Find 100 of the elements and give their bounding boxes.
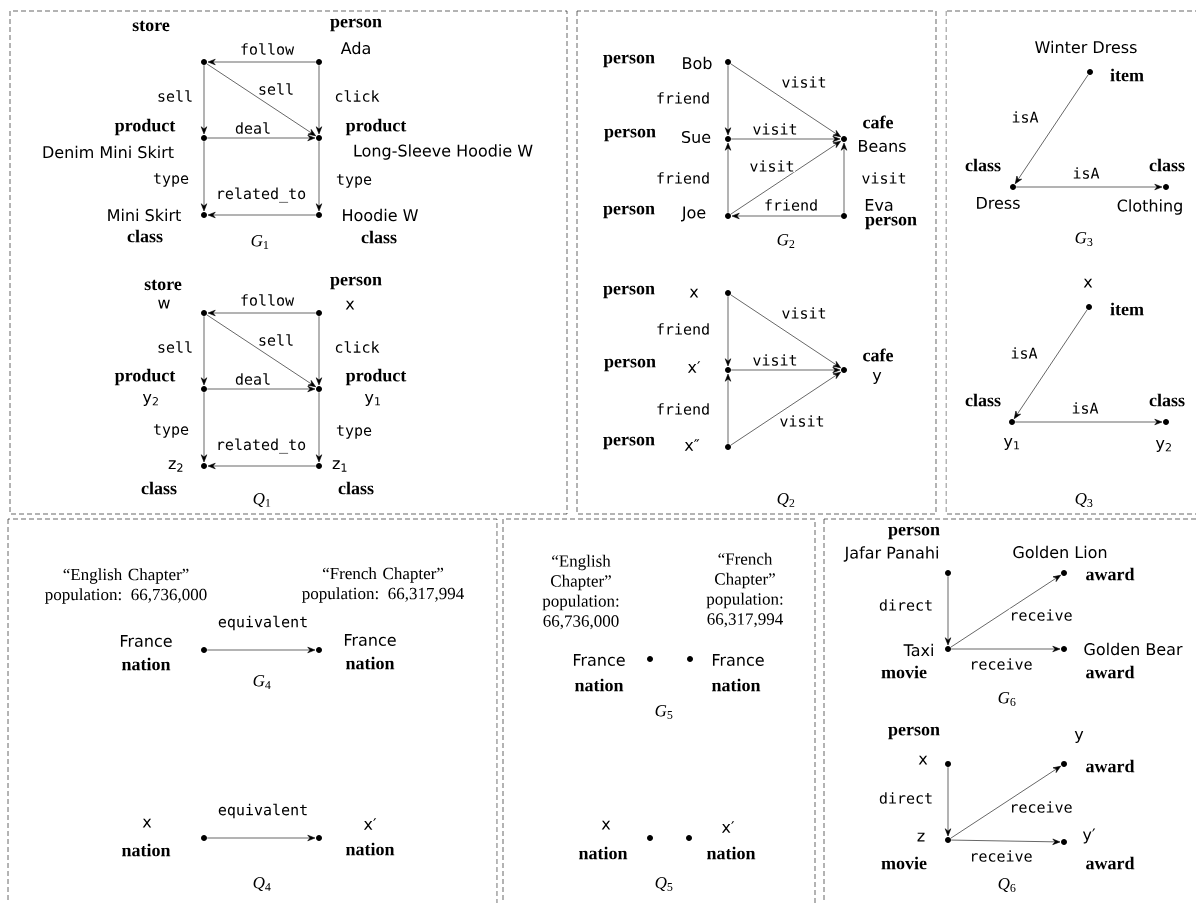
graph-caption: Q$_{2}$ xyxy=(777,493,795,507)
arrow xyxy=(1014,418,1163,426)
vertex-label: Beans xyxy=(859,140,906,152)
vertex-label: nation xyxy=(122,843,171,857)
graph-caption: Q$_{1}$ xyxy=(253,493,271,507)
graph-caption: G$_{4}$ xyxy=(253,675,271,689)
vertex-label: nation xyxy=(122,657,171,671)
edge-label: friend xyxy=(655,171,711,185)
vertex-label: x′ xyxy=(721,821,735,833)
arrow xyxy=(1015,183,1163,191)
edge-label: visit xyxy=(780,75,828,89)
arrow xyxy=(724,295,732,367)
edge-label: friend xyxy=(655,402,711,416)
edge-label: related_to xyxy=(215,187,307,203)
arrow xyxy=(206,314,316,388)
vertex-label: class xyxy=(141,481,177,495)
vertex-label: nation xyxy=(712,678,761,692)
arrow xyxy=(315,315,323,386)
edge-label: visit xyxy=(778,414,826,428)
vertex-label: “French Chapter” population: 66,317,994 xyxy=(706,552,783,628)
vertex-label: z$_{1}$ xyxy=(332,460,347,472)
vertex-label: person xyxy=(603,436,655,450)
vertex-label: y$_{2}$ xyxy=(142,393,158,407)
vertex-label: class xyxy=(338,481,374,495)
vertex-label: item xyxy=(1110,302,1144,316)
vertex-label: Dress xyxy=(977,197,1020,209)
vertex-label: Golden Lion xyxy=(1013,545,1107,559)
edge-label: sell xyxy=(156,89,194,103)
arrow xyxy=(206,63,316,137)
vertex-label: product xyxy=(114,368,176,386)
arrow xyxy=(200,391,208,463)
vertex-label: person xyxy=(604,128,656,142)
vertex-label: person xyxy=(888,726,940,740)
vertex-label: class xyxy=(965,158,1001,172)
edge-label: click xyxy=(333,89,381,103)
arrow xyxy=(730,63,841,138)
arrow xyxy=(207,462,317,470)
vertex-label: Ada xyxy=(340,41,370,55)
arrow xyxy=(206,385,316,393)
arrow xyxy=(207,211,317,219)
vertex-label: x xyxy=(345,300,355,310)
graph-caption: G$_{3}$ xyxy=(1075,232,1093,246)
edge-label: equivalent xyxy=(217,615,309,631)
vertex-label: cafe xyxy=(863,115,894,129)
vertex-label: nation xyxy=(346,656,395,670)
vertex-label: x″ xyxy=(684,439,700,451)
arrow xyxy=(730,135,841,143)
vertex-label: nation xyxy=(707,846,756,860)
arrow xyxy=(315,391,323,463)
vertex-label: person xyxy=(603,285,655,299)
vertex-label: Eva xyxy=(865,199,893,211)
edge-label: receive xyxy=(968,849,1034,863)
edge-label: type xyxy=(152,172,190,188)
edge-label: friend xyxy=(655,91,711,105)
vertex-label: x xyxy=(918,755,928,765)
vertex-label: person xyxy=(865,216,917,230)
arrow xyxy=(944,766,952,837)
vertex-label: Jafar Panahi xyxy=(843,546,938,562)
arrow xyxy=(206,134,316,142)
arrow xyxy=(950,645,1061,653)
vertex-label: z xyxy=(917,832,925,842)
arrow xyxy=(315,64,323,135)
vertex-label: person xyxy=(888,526,940,540)
graph-caption: G$_{2}$ xyxy=(777,234,795,248)
vertex-label: x xyxy=(142,818,152,828)
vertex-label: person xyxy=(604,358,656,372)
vertex-label: person xyxy=(330,276,382,290)
edge-label: sell xyxy=(257,333,295,347)
arrow xyxy=(206,834,316,842)
vertex-label: award xyxy=(1086,567,1135,581)
arrow xyxy=(730,366,841,374)
vertex-label: y′ xyxy=(1082,828,1096,844)
arrow xyxy=(731,212,842,220)
vertex-label: y xyxy=(872,371,882,385)
edge-label: friend xyxy=(655,322,711,336)
vertex-label: “French Chapter” population: 66,317,994 xyxy=(302,567,464,603)
arrow xyxy=(950,574,1061,648)
vertex-label: x′ xyxy=(687,361,701,373)
graph-caption: G$_{1}$ xyxy=(251,235,269,249)
edge-label: type xyxy=(335,173,373,189)
vertex-label: person xyxy=(330,18,382,32)
vertex-label: Hoodie W xyxy=(343,208,418,222)
vertex-label: movie xyxy=(881,856,927,870)
vertex-label: product xyxy=(345,118,407,136)
arrow xyxy=(944,575,952,646)
vertex-label: y$_{1}$ xyxy=(1003,437,1019,451)
edge-label: direct xyxy=(878,598,934,612)
vertex-label: class xyxy=(361,230,397,244)
arrow xyxy=(730,140,841,215)
edge-label: isA xyxy=(1071,166,1101,180)
vertex-label: Long-Sleeve Hoodie W xyxy=(354,144,533,160)
edge-label: visit xyxy=(751,353,799,367)
vertex-label: person xyxy=(603,54,655,68)
vertex-label: x xyxy=(689,288,699,298)
arrow xyxy=(200,315,208,386)
edge-label: receive xyxy=(1008,800,1074,814)
graph-caption: Q$_{4}$ xyxy=(253,877,271,891)
edge-label: type xyxy=(335,424,373,440)
edge-label: visit xyxy=(780,306,828,320)
vertex-label: x′ xyxy=(363,818,377,830)
